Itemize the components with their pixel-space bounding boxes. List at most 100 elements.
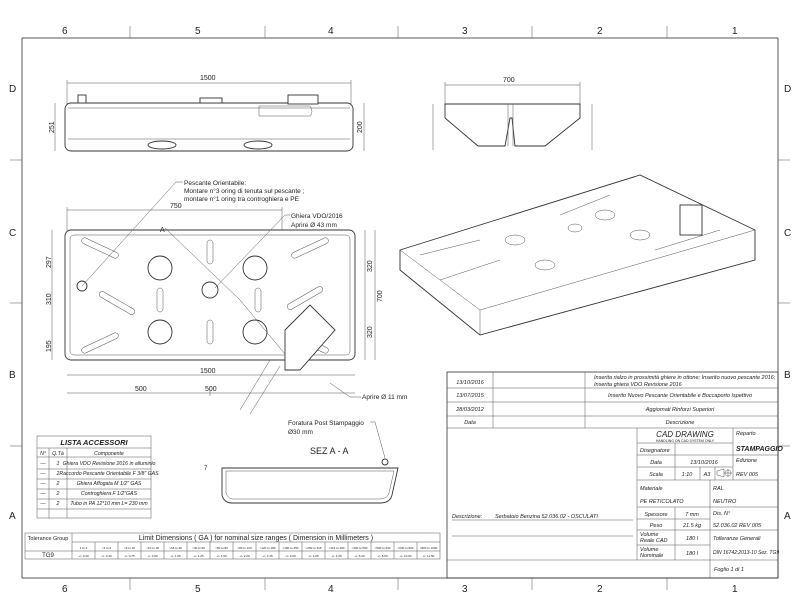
tolerance-range: >400 to 500 bbox=[352, 546, 368, 550]
column-label: 4 bbox=[328, 26, 334, 37]
reparto-label: Reparto bbox=[736, 431, 756, 437]
accessory-cell: — bbox=[39, 461, 46, 467]
row-label: D bbox=[9, 84, 16, 95]
accessory-cell: — bbox=[39, 471, 46, 477]
accessory-row: — 2 Ghiera Affogata M 1/2" GAS bbox=[39, 481, 142, 487]
row-label: A bbox=[9, 511, 16, 522]
dimension-label: 700 bbox=[503, 77, 515, 84]
dimension-label: 297 bbox=[46, 256, 53, 268]
spessore-label: Spessore bbox=[644, 512, 667, 518]
drawing-border bbox=[21, 37, 779, 579]
tolerance-value: +/- 6.20 bbox=[354, 554, 365, 558]
scala-label: Scala bbox=[649, 472, 663, 478]
note-pescante: Montare n°3 oring di tenuta sul pescante… bbox=[184, 187, 305, 195]
volume-cad-value: 180 l bbox=[686, 536, 699, 542]
tolerance-range: >250 to 315 bbox=[306, 546, 322, 550]
disegnatore-label: Disegnatore bbox=[640, 448, 670, 454]
accessory-cell: Ghiera Affogata M 1/2" GAS bbox=[77, 481, 142, 487]
tolerance-cells: 1 to 3+/- 0.30>3 to 6+/- 0.40>6 to 10+/-… bbox=[78, 542, 438, 559]
section-view: SEZ A - A 7 bbox=[204, 446, 399, 504]
frame-zone-markers: 6 5 4 3 2 1 6 5 4 3 2 1 D C B A D C B A bbox=[9, 26, 791, 595]
descrizione-value: Serbatoio Benzina 52.036.02 - OSCULATI bbox=[495, 514, 598, 520]
section-title: SEZ A - A bbox=[310, 446, 349, 456]
volume-nominale-value: 180 l bbox=[686, 551, 699, 557]
peso-label: Peso bbox=[650, 523, 663, 529]
materiale-label: Materiale bbox=[640, 486, 663, 492]
title-block: 13/10/2016 Inserita rialzo in prossimità… bbox=[446, 371, 783, 579]
tolerance-range: >6 to 10 bbox=[124, 546, 135, 550]
tolerance-value: +/- 0.30 bbox=[78, 554, 89, 558]
volume-cad-label: Volume bbox=[640, 532, 658, 538]
projection-symbol-icon bbox=[716, 468, 732, 478]
revision-header-desc: Descrizione bbox=[666, 420, 695, 426]
data-label: Data bbox=[650, 460, 662, 466]
tolerance-range: >315 to 400 bbox=[329, 546, 345, 550]
column-label: 3 bbox=[462, 26, 468, 37]
tolerance-value: +/- 2.20 bbox=[239, 554, 250, 558]
tolerance-range: 1 to 3 bbox=[80, 546, 88, 550]
accessory-cell: 2 bbox=[56, 481, 60, 487]
dimension-label: 195 bbox=[46, 340, 53, 352]
tolerance-range: >80 to 120 bbox=[237, 546, 252, 550]
data-value: 13/10/2016 bbox=[690, 460, 718, 466]
revision-desc: Inserita ghiera VDO Revisione 2016 bbox=[594, 382, 683, 388]
row-label: B bbox=[9, 370, 16, 381]
dimension-label: 310 bbox=[46, 293, 53, 305]
dis-label: Dis. N° bbox=[713, 511, 731, 517]
tolerance-value: +/- 0.90 bbox=[147, 554, 158, 558]
tolerance-value: +/- 4.45 bbox=[331, 554, 342, 558]
volume-cad-label: Reale CAD bbox=[640, 538, 668, 544]
tolerance-value: +/- 1.50 bbox=[216, 554, 227, 558]
row-label: A bbox=[784, 511, 791, 522]
tolerance-range: >500 to 630 bbox=[375, 546, 391, 550]
dimension-label: 700 bbox=[377, 290, 384, 302]
format-value: A3 bbox=[703, 472, 712, 478]
note-ghiera: Aprire Ø 43 mm bbox=[291, 222, 337, 229]
tolerance-value: +/- 11.50 bbox=[423, 554, 435, 558]
tolerance-value: +/- 1.05 bbox=[170, 554, 181, 558]
tolerance-value: +/- 3.15 bbox=[262, 554, 273, 558]
column-label: 2 bbox=[597, 26, 603, 37]
note-foratura: Ø30 mm bbox=[288, 429, 313, 436]
accessory-cell: Tubo in PA 12*10 mm L= 230 mm bbox=[70, 501, 148, 507]
note-pescante: montare n°1 oring tra controghiera e PE bbox=[184, 195, 300, 203]
column-label: 2 bbox=[597, 584, 603, 595]
tolerance-value: +/- 4.05 bbox=[308, 554, 319, 558]
column-label: 6 bbox=[62, 584, 68, 595]
spessore-value: 7 mm bbox=[685, 512, 699, 518]
cad-drawing-subtitle: HANDLING ON CAD SYSTEM ONLY bbox=[656, 439, 715, 443]
tolerance-group-header: Tolerance Group bbox=[28, 536, 69, 542]
revision-header-date: Data bbox=[464, 420, 476, 426]
tolerance-table: Tolerance Group TG9 Limit Dimensions ( G… bbox=[24, 532, 441, 560]
scala-value: 1:10 bbox=[682, 472, 694, 478]
descrizione-label: Descrizione: bbox=[452, 514, 483, 520]
tolerance-range: >10 to 18 bbox=[146, 546, 159, 550]
accessory-cell: 1 bbox=[57, 461, 60, 467]
dimension-label: 1500 bbox=[200, 75, 216, 82]
tolerance-range: >630 to 800 bbox=[398, 546, 414, 550]
tolerance-range: >50 to 80 bbox=[215, 546, 228, 550]
dis-value: 52.036.02 REV 005 bbox=[713, 523, 762, 529]
materiale-value: PE RETICOLATO bbox=[640, 499, 684, 505]
accessory-cell: Raccordo Pescante Orientabile F 3/8" GAS bbox=[59, 471, 159, 477]
reparto-value: STAMPAGGIO bbox=[736, 446, 783, 453]
accessories-header: Q.Tà bbox=[52, 451, 64, 457]
dimension-label: 200 bbox=[357, 121, 364, 133]
dimension-label: 750 bbox=[170, 203, 182, 210]
accessory-cell: 2 bbox=[56, 471, 60, 477]
ral-label: RAL bbox=[713, 486, 724, 492]
accessory-cell: — bbox=[39, 501, 46, 507]
dimension-label: 251 bbox=[49, 121, 56, 133]
accessory-cell: — bbox=[39, 481, 46, 487]
column-label: 6 bbox=[62, 26, 68, 37]
edizione-label: Edizione bbox=[736, 458, 757, 464]
dimension-label: 500 bbox=[205, 386, 217, 393]
column-label: 4 bbox=[328, 584, 334, 595]
column-label: 1 bbox=[732, 26, 738, 37]
revision-desc: Aggiornati Rinforzi Superiori bbox=[645, 407, 715, 413]
accessory-cell: Controghiera F 1/2"GAS bbox=[81, 491, 137, 497]
